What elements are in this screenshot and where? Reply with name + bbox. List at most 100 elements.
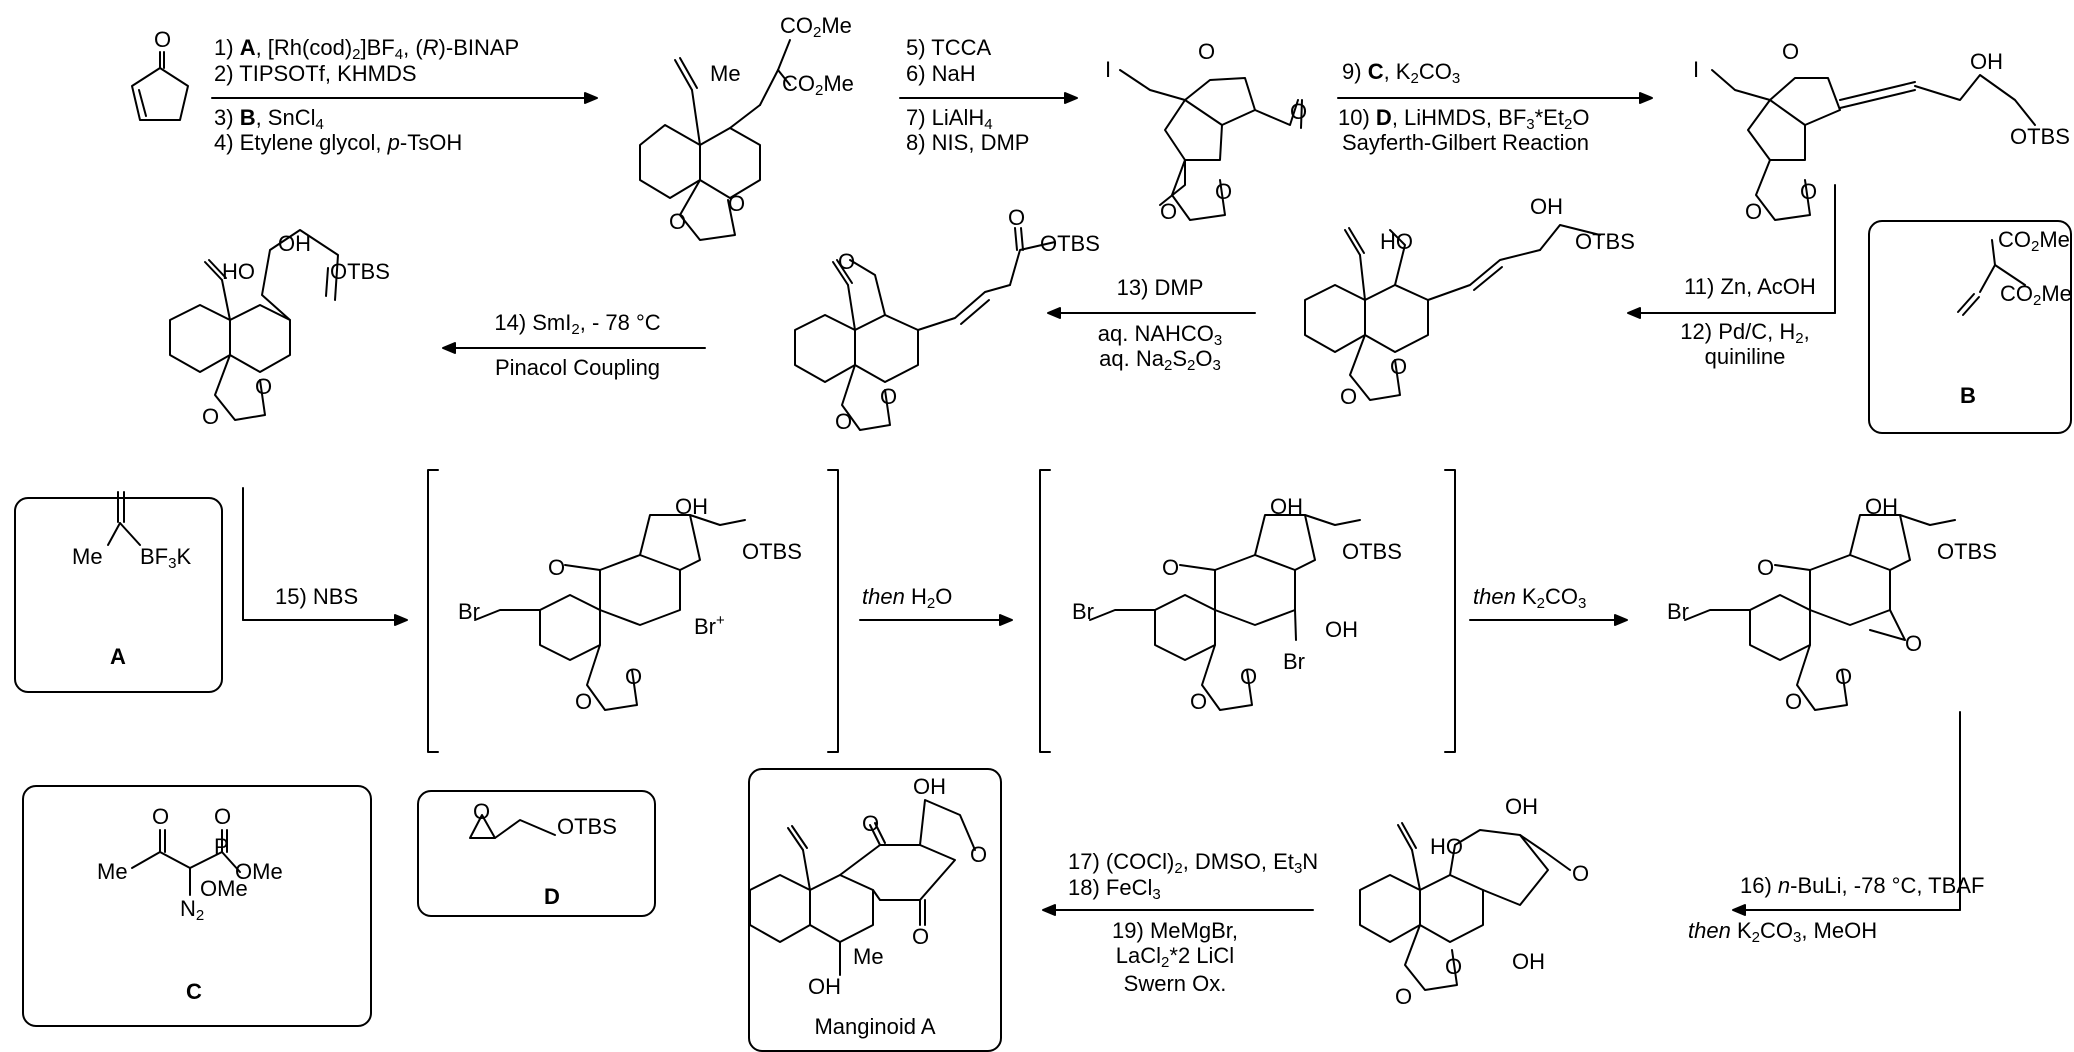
pinacol-product-structure	[169, 229, 339, 421]
ketal-o10: O	[835, 409, 853, 434]
ether-o: O	[1198, 39, 1216, 64]
bracket-right-2	[1444, 469, 1456, 753]
ketal-o18: O	[1785, 689, 1803, 714]
iodo-aldehyde-structure	[1119, 69, 1303, 221]
ketal-o16: O	[1190, 689, 1208, 714]
iodide-i2: I	[1693, 57, 1700, 82]
ketal-o15: O	[1240, 664, 1258, 689]
ketal-o2: O	[669, 209, 687, 234]
step12-label: 12) Pd/C, H2,	[1680, 319, 1810, 347]
manginoid-ketone-o1: O	[862, 811, 880, 836]
enal-o: O	[838, 249, 856, 274]
ketal-o3: O	[1215, 179, 1233, 204]
step3-label: 3) B, SnCl4	[214, 105, 324, 133]
iodide-i: I	[1105, 57, 1112, 82]
diol-oh: OH	[1530, 194, 1563, 219]
bromohydrin-oh-top: OH	[1270, 494, 1303, 519]
epoxide-structure	[1684, 514, 1956, 711]
bracket-right-1	[827, 469, 839, 753]
step13-wash1: aq. NAHCO3	[1097, 321, 1223, 349]
reagent-d-o: O	[473, 799, 491, 824]
step19-additive: LaCl2*2 LiCl	[1115, 943, 1235, 971]
tetrol-ho: HO	[1430, 834, 1463, 859]
bromonium-otbs: OTBS	[742, 539, 802, 564]
step6-label: 6) NaH	[906, 61, 976, 86]
step16-label: 16) n-BuLi, -78 °C, TBAF	[1740, 873, 1985, 898]
diol-olefin-structure	[1304, 224, 1601, 401]
reagent-c-ome1: OMe	[235, 859, 283, 884]
reagent-box-c	[22, 785, 372, 1027]
ketal-o1: O	[728, 191, 746, 216]
bromonium-structure	[474, 514, 746, 711]
reagent-c-ome2: OMe	[200, 876, 248, 901]
reagent-a-label: A	[110, 644, 126, 669]
bromonium-br: Br+	[694, 612, 725, 639]
ketal-o4: O	[1160, 199, 1178, 224]
epoxide-br: Br	[1667, 599, 1689, 624]
bromohydrin-oh: OH	[1325, 617, 1358, 642]
bromonium-br-left: Br	[458, 599, 480, 624]
reagent-c-n2: N2	[180, 896, 205, 924]
manginoid-me: Me	[853, 944, 884, 969]
step18-label: 18) FeCl3	[1068, 875, 1161, 903]
step13-wash2: aq. Na2S2O3	[1099, 346, 1221, 374]
bromohydrin-br-left: Br	[1072, 599, 1094, 624]
reagent-b-structure	[1957, 239, 2026, 316]
ketal-o8: O	[1340, 384, 1358, 409]
product-name: Manginoid A	[814, 1014, 936, 1039]
ketal-o6: O	[1745, 199, 1763, 224]
step19-label: 19) MeMgBr,	[1112, 918, 1238, 943]
ketal-o7: O	[1390, 354, 1408, 379]
reagent-c-p: P	[214, 834, 229, 859]
ether-o2: O	[1782, 39, 1800, 64]
reagent-c-structure	[131, 829, 241, 896]
ketal-o17: O	[1835, 664, 1853, 689]
epoxide-oh: OH	[1865, 494, 1898, 519]
reagent-b-label: B	[1960, 383, 1976, 408]
manginoid-a-structure	[749, 799, 976, 976]
alkyne-otbs: OTBS	[2010, 124, 2070, 149]
bromohydrin-otbs: OTBS	[1342, 539, 1402, 564]
cyclopentenone-o: O	[154, 27, 172, 52]
step1-label: 1) A, [Rh(cod)2]BF4, (R)-BINAP	[214, 35, 520, 63]
ketal-o14: O	[575, 689, 593, 714]
tetrol-oh-top: OH	[1505, 794, 1538, 819]
step5-label: 5) TCCA	[906, 35, 992, 60]
ketal-o11: O	[255, 374, 273, 399]
then-k2co3-label: then K2CO3	[1473, 584, 1587, 612]
bracket-left-1	[427, 469, 439, 753]
pinacol-oh: OH	[278, 231, 311, 256]
alkyne-oh: OH	[1970, 49, 2003, 74]
cyclopentenone-structure	[131, 51, 189, 121]
bromohydrin-o: O	[1162, 555, 1180, 580]
step8-label: 8) NIS, DMP	[906, 130, 1030, 155]
bromohydrin-br: Br	[1283, 649, 1305, 674]
manginoid-ether-o: O	[970, 842, 988, 867]
tetrol-o: O	[1572, 861, 1590, 886]
aldehyde-o: O	[1290, 99, 1308, 124]
step15-label: 15) NBS	[275, 584, 359, 609]
step10-label: 10) D, LiHMDS, BF3*Et2O	[1338, 105, 1590, 133]
manginoid-oh-top: OH	[913, 774, 946, 799]
bromohydrin-structure	[1089, 514, 1361, 711]
keto-aldehyde-structure	[794, 227, 1056, 431]
malonate-intermediate-structure	[639, 39, 791, 241]
step4-label: 4) Etylene glycol, p-TsOH	[214, 130, 463, 155]
then-h2o-label: then H2O	[862, 584, 953, 612]
step17-label: 17) (COCl)2, DMSO, Et3N	[1068, 849, 1319, 877]
step13-label: 13) DMP	[1116, 275, 1204, 300]
reagent-c-label: C	[186, 979, 202, 1004]
step16-workup: then K2CO3, MeOH	[1688, 918, 1878, 946]
ketal-o12: O	[202, 404, 220, 429]
bracket-left-2	[1039, 469, 1051, 753]
step11-label: 11) Zn, AcOH	[1684, 274, 1816, 299]
reagent-c-o1: O	[152, 804, 170, 829]
alkyne-intermediate-structure	[1711, 69, 2036, 221]
pinacol-ho: HO	[222, 259, 255, 284]
reagent-d-label: D	[544, 884, 560, 909]
reagent-a-me: Me	[72, 544, 103, 569]
ester-label-top: CO2Me	[780, 13, 852, 41]
manginoid-ketone-o2: O	[912, 924, 930, 949]
ketal-o9: O	[880, 384, 898, 409]
reagent-box-b	[1868, 220, 2072, 434]
